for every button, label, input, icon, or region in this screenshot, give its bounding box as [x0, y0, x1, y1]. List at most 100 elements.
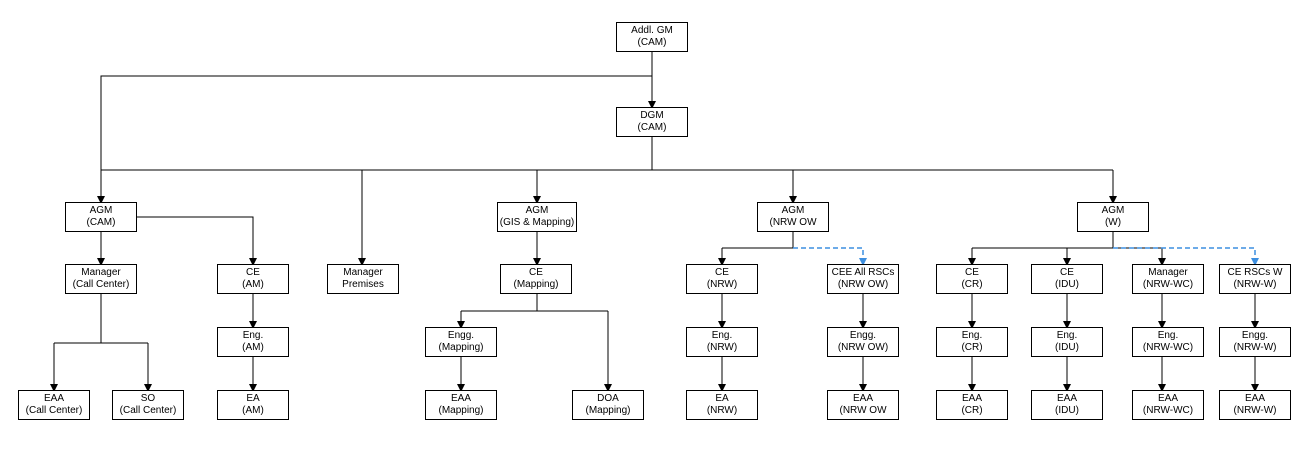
- node-ea-am: EA(AM): [217, 390, 289, 420]
- node-title: EAA: [1244, 393, 1265, 404]
- node-mgr-wc: Manager(NRW-WC): [1132, 264, 1204, 294]
- node-subtitle: (CAM): [637, 37, 667, 48]
- node-title: Manager: [1148, 267, 1188, 278]
- node-title: Engg.: [1241, 330, 1269, 341]
- node-cee-all: CEE All RSCs(NRW OW): [827, 264, 899, 294]
- node-title: Manager: [81, 267, 121, 278]
- node-title: EAA: [852, 393, 873, 404]
- node-engg-nrwow: Engg.(NRW OW): [827, 327, 899, 357]
- node-addl-gm: Addl. GM(CAM): [616, 22, 688, 52]
- node-subtitle: (NRW OW): [837, 279, 889, 290]
- node-title: Manager: [343, 267, 383, 278]
- node-ce-idu: CE(IDU): [1031, 264, 1103, 294]
- node-subtitle: (IDU): [1055, 279, 1079, 290]
- node-dgm: DGM(CAM): [616, 107, 688, 137]
- node-title: AGM: [89, 205, 113, 216]
- node-subtitle: (CAM): [86, 217, 116, 228]
- node-engg-w: Engg.(NRW-W): [1219, 327, 1291, 357]
- node-title: Engg.: [447, 330, 475, 341]
- node-subtitle: (W): [1104, 217, 1122, 228]
- edge-w-ce-rscw-dashed: [1113, 247, 1259, 266]
- node-subtitle: (CR): [961, 279, 983, 290]
- node-ce-cr: CE(CR): [936, 264, 1008, 294]
- node-subtitle: (AM): [242, 279, 264, 290]
- node-doa-map: DOA(Mapping): [572, 390, 644, 420]
- node-title: AGM: [1101, 205, 1125, 216]
- node-agm-gis: AGM(GIS & Mapping): [497, 202, 577, 232]
- node-engg-map: Engg.(Mapping): [425, 327, 497, 357]
- node-subtitle: (NRW-WC): [1142, 279, 1194, 290]
- node-subtitle: (Mapping): [438, 342, 484, 353]
- node-title: Eng.: [1157, 330, 1179, 341]
- node-title: Eng.: [711, 330, 733, 341]
- node-title: EAA: [961, 393, 982, 404]
- node-subtitle: Premises: [342, 279, 384, 290]
- node-eaa-nrwow: EAA(NRW OW: [827, 390, 899, 420]
- node-subtitle: (IDU): [1055, 342, 1079, 353]
- node-eng-idu: Eng.(IDU): [1031, 327, 1103, 357]
- node-title: SO: [140, 393, 156, 404]
- node-eaa-map: EAA(Mapping): [425, 390, 497, 420]
- node-subtitle: (NRW OW): [837, 342, 889, 353]
- node-title: CE: [715, 267, 729, 278]
- node-subtitle: (NRW-W): [1233, 405, 1277, 416]
- node-ce-nrw: CE(NRW): [686, 264, 758, 294]
- node-subtitle: (NRW-W): [1233, 342, 1277, 353]
- edge-addlgm-agm-cam: [97, 75, 652, 204]
- node-title: Addl. GM: [631, 25, 673, 36]
- node-title: CEE All RSCs: [831, 267, 895, 278]
- node-title: CE: [1060, 267, 1074, 278]
- node-subtitle: (Call Center): [25, 405, 83, 416]
- node-title: AGM: [781, 205, 805, 216]
- node-subtitle: (Call Center): [72, 279, 130, 290]
- node-title: Eng.: [1056, 330, 1078, 341]
- node-so-call: SO(Call Center): [112, 390, 184, 420]
- node-title: EAA: [1056, 393, 1077, 404]
- node-subtitle: (NRW): [706, 405, 738, 416]
- node-title: CE: [529, 267, 543, 278]
- node-subtitle: (NRW-WC): [1142, 342, 1194, 353]
- node-eng-am: Eng.(AM): [217, 327, 289, 357]
- node-subtitle: (Mapping): [438, 405, 484, 416]
- node-eaa-call: EAA(Call Center): [18, 390, 90, 420]
- node-eaa-idu: EAA(IDU): [1031, 390, 1103, 420]
- node-subtitle: (NRW-W): [1233, 279, 1277, 290]
- node-eng-cr: Eng.(CR): [936, 327, 1008, 357]
- node-eng-wc: Eng.(NRW-WC): [1132, 327, 1204, 357]
- node-title: EA: [246, 393, 260, 404]
- node-title: Eng.: [961, 330, 983, 341]
- node-subtitle: (Mapping): [585, 405, 631, 416]
- node-subtitle: (NRW): [706, 279, 738, 290]
- node-subtitle: (NRW-WC): [1142, 405, 1194, 416]
- node-title: EA: [715, 393, 729, 404]
- node-title: DGM: [640, 110, 664, 121]
- node-title: EAA: [450, 393, 471, 404]
- node-subtitle: (GIS & Mapping): [499, 217, 575, 228]
- node-mgr-call: Manager(Call Center): [65, 264, 137, 294]
- node-subtitle: (Call Center): [119, 405, 177, 416]
- node-subtitle: (Mapping): [513, 279, 559, 290]
- node-ce-rscw: CE RSCs W(NRW-W): [1219, 264, 1291, 294]
- node-ea-nrw: EA(NRW): [686, 390, 758, 420]
- node-title: EAA: [43, 393, 64, 404]
- node-ce-map: CE(Mapping): [500, 264, 572, 294]
- node-title: CE: [965, 267, 979, 278]
- node-title: DOA: [597, 393, 619, 404]
- node-title: CE RSCs W: [1227, 267, 1283, 278]
- node-title: AGM: [525, 205, 549, 216]
- node-eaa-w: EAA(NRW-W): [1219, 390, 1291, 420]
- node-title: EAA: [1157, 393, 1178, 404]
- node-subtitle: (NRW): [706, 342, 738, 353]
- node-title: Engg.: [849, 330, 877, 341]
- node-subtitle: (AM): [242, 342, 264, 353]
- node-agm-nrwow: AGM(NRW OW: [757, 202, 829, 232]
- node-title: CE: [246, 267, 260, 278]
- node-subtitle: (IDU): [1055, 405, 1079, 416]
- node-subtitle: (CR): [961, 342, 983, 353]
- node-subtitle: (NRW OW: [769, 217, 817, 228]
- node-subtitle: (CAM): [637, 122, 667, 133]
- node-eaa-cr: EAA(CR): [936, 390, 1008, 420]
- node-agm-cam: AGM(CAM): [65, 202, 137, 232]
